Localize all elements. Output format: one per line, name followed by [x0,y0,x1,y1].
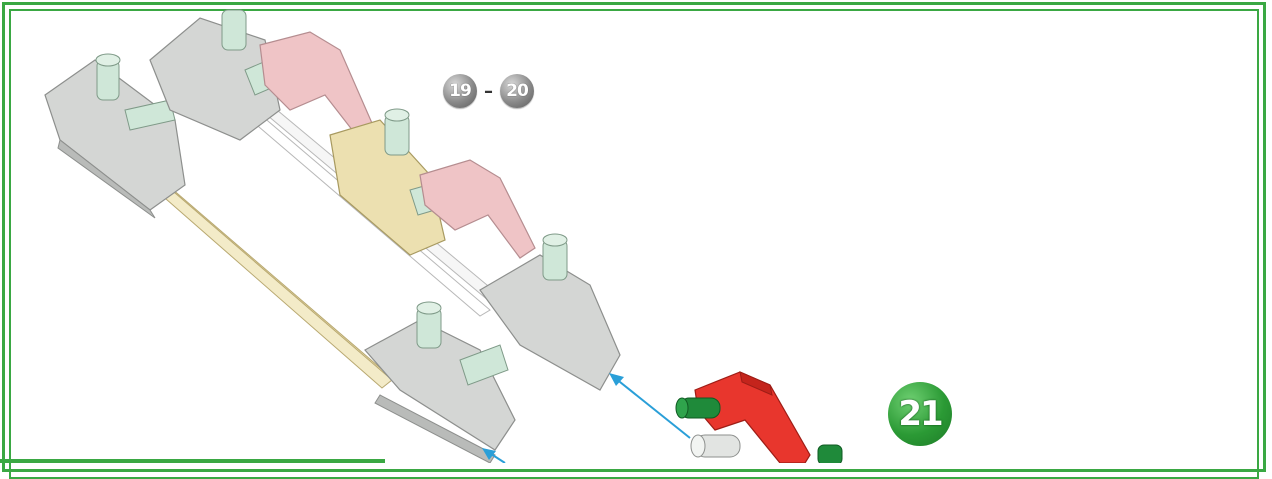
step-number-start: 19 [443,74,477,108]
step-number-current: 21 [888,382,952,446]
step-range-separator: – [484,81,493,102]
red-clip-new-part [676,372,842,463]
step-range-label: 19 – 20 [443,74,534,108]
assembly-illustration [0,0,1272,463]
step-number-end: 20 [500,74,534,108]
